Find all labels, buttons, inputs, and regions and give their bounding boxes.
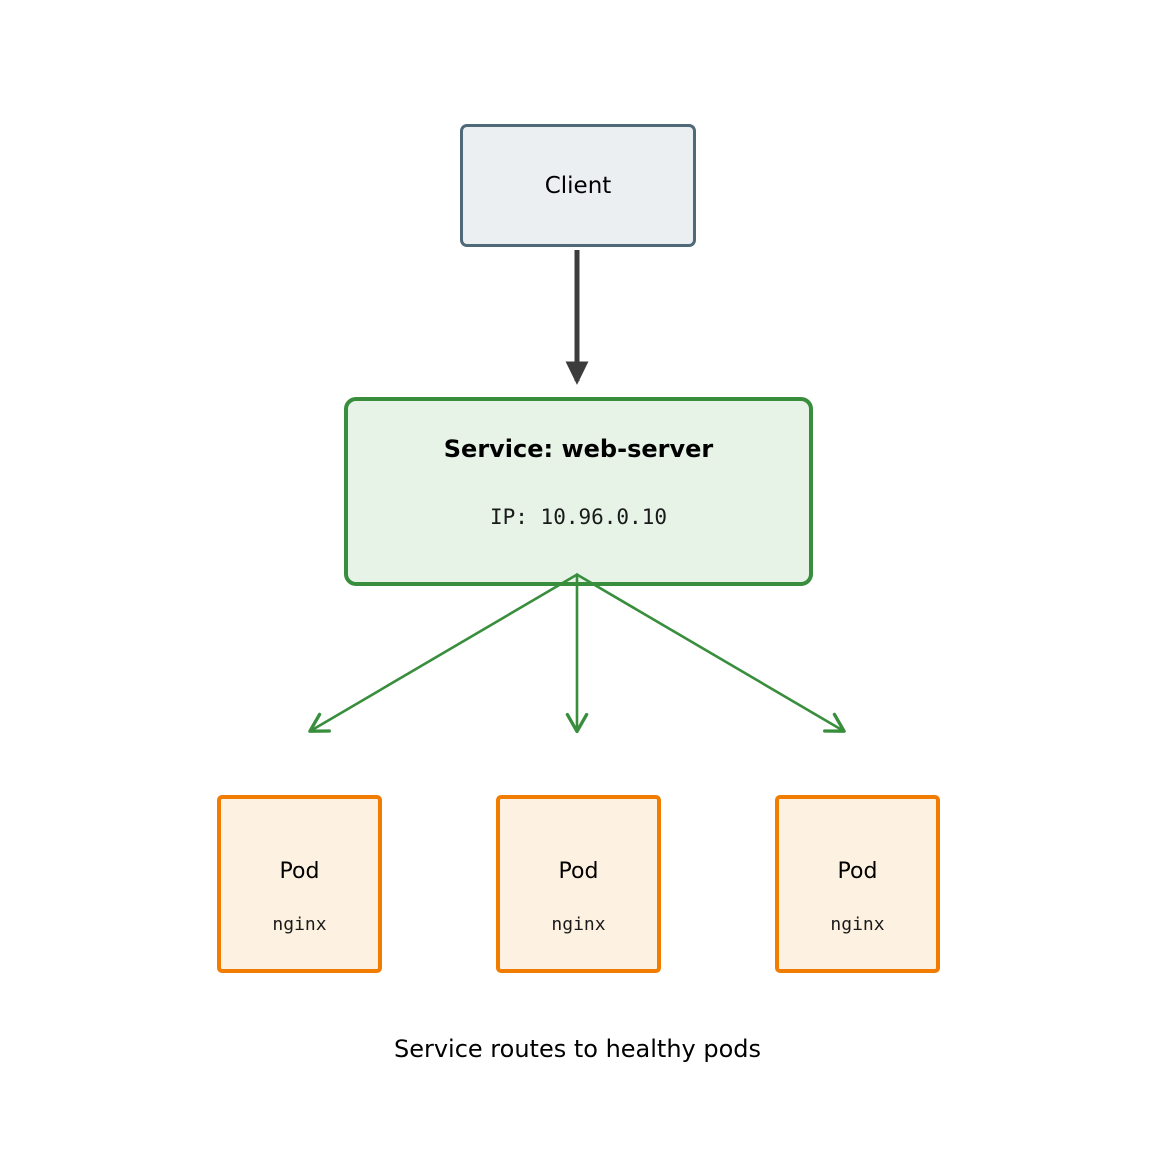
pod-subtitle: nginx [272, 914, 327, 935]
pod-node-1: Pod nginx [217, 795, 382, 973]
client-label: Client [544, 172, 612, 199]
service-to-pod-1-arrow [308, 572, 579, 733]
diagram-caption: Service routes to healthy pods [393, 1035, 762, 1063]
pod-subtitle: nginx [551, 914, 606, 935]
pod-title: Pod [837, 859, 878, 884]
service-to-pod-3-arrow [575, 572, 846, 733]
pod-node-3: Pod nginx [775, 795, 940, 973]
pod-node-2: Pod nginx [496, 795, 661, 973]
pod-title: Pod [558, 859, 599, 884]
client-node: Client [460, 124, 696, 247]
service-title: Service: web-server [443, 435, 714, 463]
pod-subtitle: nginx [830, 914, 885, 935]
service-node: Service: web-server IP: 10.96.0.10 [344, 397, 813, 586]
service-ip: IP: 10.96.0.10 [489, 505, 667, 529]
pod-title: Pod [279, 859, 320, 884]
